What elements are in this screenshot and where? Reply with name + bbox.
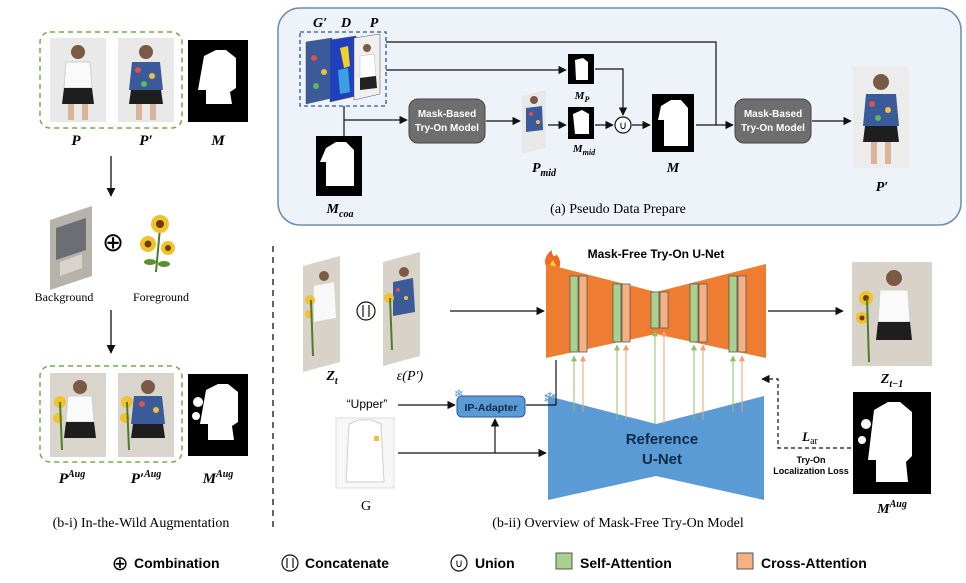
mask-image-m xyxy=(188,40,248,122)
legend-union-icon xyxy=(450,554,468,572)
label-g-prime: G′ xyxy=(313,16,327,31)
legend-concatenate-label: Concatenate xyxy=(305,555,389,571)
caption-a: (a) Pseudo Data Prepare xyxy=(550,202,686,217)
mask-p-image xyxy=(568,54,594,84)
ip-adapter-snowflake-icon: ❄ xyxy=(454,387,464,401)
loss-label-line-1: Try-On xyxy=(796,455,825,465)
label-l-ar: Lar xyxy=(801,429,818,447)
cross-attention-block xyxy=(578,275,588,353)
label-g: G xyxy=(361,499,371,514)
caption-b-i: (b-i) In-the-Wild Augmentation xyxy=(53,516,230,531)
mask-aug-output-image xyxy=(853,392,931,494)
self-attention-block xyxy=(689,283,699,343)
self-attention-block xyxy=(650,291,660,329)
cross-attention-block xyxy=(698,283,708,343)
unet-title: Mask-Free Try-On U-Net xyxy=(588,247,725,261)
union-symbol: ∪ xyxy=(619,119,627,132)
label-m-aug: MAug xyxy=(202,469,234,487)
pseudo-data-panel: G′ D P Mcoa Mask-Based Try-On Model Pmid… xyxy=(277,7,962,226)
cross-attention-block xyxy=(659,291,669,329)
reference-unet-line-1: Reference xyxy=(626,431,699,448)
person-image-p xyxy=(50,38,106,122)
label-p-prime: P′ xyxy=(139,133,152,149)
cross-attention-block xyxy=(737,275,747,353)
mask-mid-image xyxy=(568,107,594,139)
legend-union-symbol: ∪ xyxy=(455,557,463,570)
label-p-prime-out: P′ xyxy=(876,180,889,195)
z-t-image xyxy=(303,256,340,372)
person-image-p-aug xyxy=(50,373,106,457)
reference-unet-line-2: U-Net xyxy=(642,451,682,468)
encoded-p-prime-image xyxy=(383,252,420,366)
mask-image-m-aug xyxy=(188,374,248,456)
foreground-label: Foreground xyxy=(133,290,189,304)
label-z-t: Zt xyxy=(325,369,339,387)
label-m-mid: Mmid xyxy=(572,143,596,157)
background-image xyxy=(50,206,92,290)
p-mid-image xyxy=(522,90,546,154)
legend-self-attention-label: Self-Attention xyxy=(580,555,672,571)
z-t-minus-1-image xyxy=(852,262,932,366)
label-p-prime-aug: P′Aug xyxy=(131,469,162,487)
person-image-p-prime xyxy=(118,38,174,122)
dashed-group-bottom xyxy=(39,365,183,463)
label-p-stack: P xyxy=(370,16,379,31)
loss-dashed-path xyxy=(761,374,851,449)
garment-image-g xyxy=(335,417,395,489)
ip-adapter-label: IP-Adapter xyxy=(464,402,517,414)
self-attention-block xyxy=(728,275,738,353)
try-on-2-line-1: Mask-Based xyxy=(744,109,802,120)
label-z-t-minus-1: Zt−1 xyxy=(880,372,903,390)
mask-m-image xyxy=(652,94,694,152)
unet-connectors xyxy=(571,330,745,424)
mask-coa-image xyxy=(316,136,362,196)
mask-based-try-on-model-2 xyxy=(734,98,812,144)
person-image-p-prime-aug xyxy=(118,373,174,457)
union-icon xyxy=(614,116,632,134)
legend-union-label: Union xyxy=(475,555,515,571)
pseudo-panel-bg xyxy=(277,7,962,226)
legend-combination-icon: ⊕ xyxy=(112,551,129,575)
legend-self-attention-swatch xyxy=(555,552,573,570)
combination-icon: ⊕ xyxy=(102,228,124,258)
legend-combination-label: Combination xyxy=(134,555,220,571)
stack-dashed-box xyxy=(299,31,387,107)
augmentation-panel: P P′ M ⊕ Background Foreground xyxy=(35,31,248,531)
cross-attention-block xyxy=(621,283,631,343)
label-m-aug-right: MAug xyxy=(876,499,907,517)
label-p: P xyxy=(71,133,81,149)
label-d: D xyxy=(340,16,351,31)
stack-garment xyxy=(305,37,333,105)
label-m-coa: Mcoa xyxy=(326,202,354,220)
p-prime-output-image xyxy=(853,66,909,168)
dashed-group-top xyxy=(39,31,183,129)
label-encoded-p-prime: ε(P′) xyxy=(397,369,424,384)
concatenate-icon xyxy=(356,301,376,321)
try-on-2-line-2: Try-On Model xyxy=(741,123,805,134)
label-p-aug: PAug xyxy=(59,469,85,487)
label-m: M xyxy=(210,133,225,149)
label-p-mid: Pmid xyxy=(532,161,557,179)
background-label: Background xyxy=(35,290,94,304)
try-on-1-line-1: Mask-Based xyxy=(418,109,476,120)
legend-cross-attention-swatch xyxy=(736,552,754,570)
label-m-p: MP xyxy=(574,90,590,104)
self-attention-block xyxy=(569,275,579,353)
ip-adapter-box xyxy=(456,395,526,418)
attention-blocks xyxy=(569,275,747,353)
overview-panel: Zt ε(P′) Mask-Free Try-On U-Net xyxy=(303,247,932,531)
sunflower-image xyxy=(140,215,175,273)
legend-cross-attention-label: Cross-Attention xyxy=(761,555,867,571)
self-attention-block xyxy=(612,283,622,343)
upper-text: “Upper” xyxy=(347,397,388,411)
try-on-1-line-2: Try-On Model xyxy=(415,123,479,134)
loss-label-line-2: Localization Loss xyxy=(773,466,849,476)
reference-unet-shape xyxy=(548,396,764,500)
label-m-pseudo: M xyxy=(666,161,680,176)
caption-b-ii: (b-ii) Overview of Mask-Free Try-On Mode… xyxy=(492,516,744,531)
legend: ⊕ Combination Concatenate ∪ Union Self-A… xyxy=(112,551,867,575)
legend-concatenate-icon xyxy=(281,554,299,572)
mask-based-try-on-model-1 xyxy=(408,98,486,144)
